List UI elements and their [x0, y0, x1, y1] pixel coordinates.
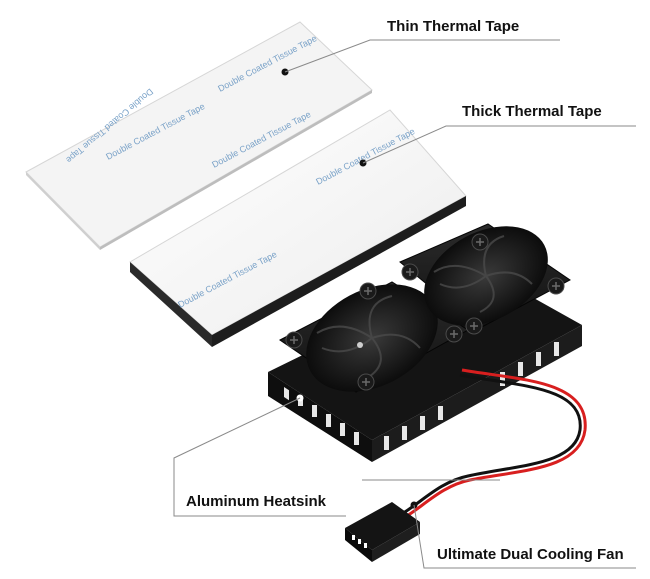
thin-thermal-tape-label: Thin Thermal Tape [387, 18, 520, 35]
dual-cooling-fan-label: Ultimate Dual Cooling Fan [437, 546, 624, 563]
fan-connector [345, 501, 420, 562]
aluminum-heatsink-label: Aluminum Heatsink [186, 493, 327, 510]
fan-leader [413, 504, 636, 569]
heatsink-leader [173, 397, 346, 517]
thick-thermal-tape-label: Thick Thermal Tape [462, 103, 602, 120]
thin-tape-leader [284, 39, 560, 73]
fan-cable [397, 368, 587, 522]
thick-tape-leader [362, 125, 636, 164]
dual-fan-heatsink [268, 223, 582, 462]
